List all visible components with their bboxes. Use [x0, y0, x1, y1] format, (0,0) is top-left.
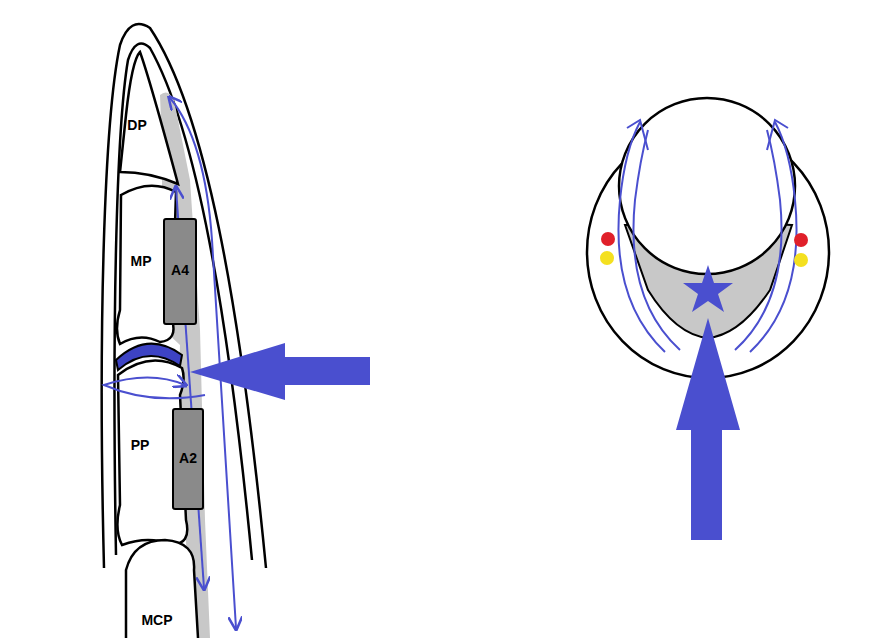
distal-phalanx: [120, 52, 178, 184]
digital-artery: [601, 232, 615, 246]
digital-nerve: [794, 253, 808, 267]
part-label: MCP: [141, 613, 172, 628]
digital-artery: [794, 233, 808, 247]
part-label: A4: [171, 263, 189, 278]
bone-label-box: PP: [129, 436, 152, 455]
metacarpal: [126, 540, 198, 638]
bone-label-box: MCP: [139, 611, 174, 630]
soft-tissue-line: [115, 44, 253, 560]
digital-nerve: [600, 251, 614, 265]
pulley-box: A2: [172, 408, 204, 510]
part-label: DP: [127, 118, 146, 133]
part-label: A2: [179, 451, 197, 466]
part-label: PP: [131, 438, 150, 453]
pulley-box: A4: [163, 218, 197, 325]
part-label: MP: [131, 254, 152, 269]
star-marker: [683, 265, 733, 312]
force-arrow: [676, 318, 740, 540]
force-arrow: [190, 343, 370, 400]
bone-label-box: MP: [129, 252, 154, 271]
bone-label-box: DP: [125, 116, 148, 135]
bowstring-arrow: [104, 378, 205, 399]
bone-section: [619, 98, 795, 274]
finger-skin: [102, 24, 266, 568]
